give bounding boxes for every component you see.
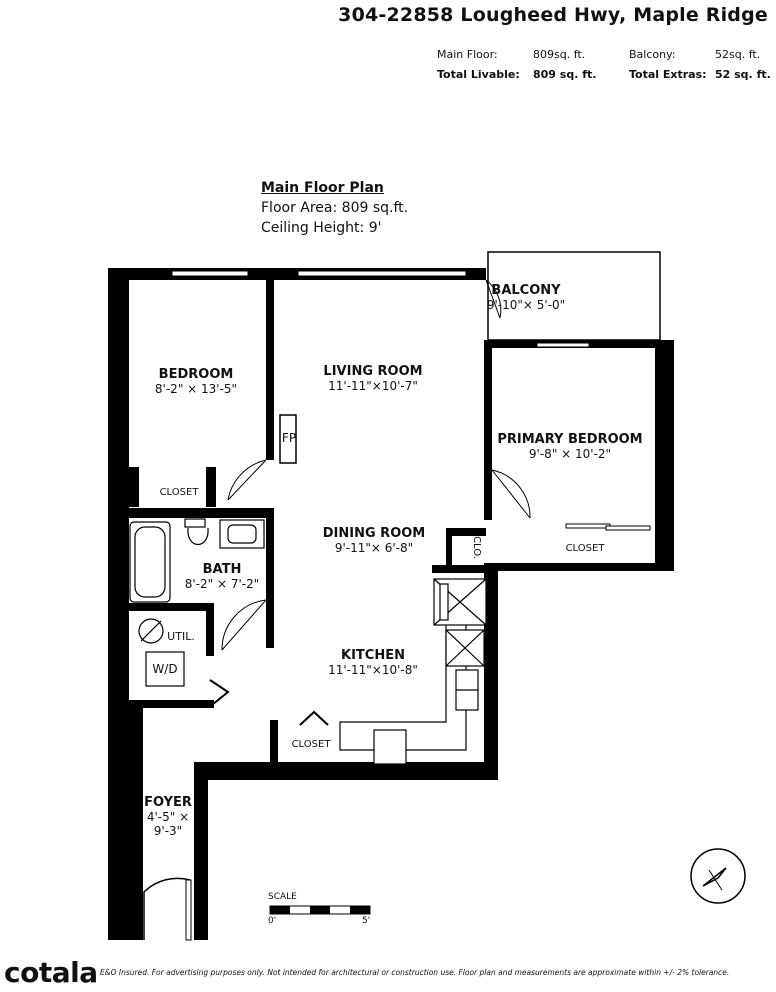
clo-label: CLO. (470, 536, 482, 559)
fireplace-label: FP (281, 431, 297, 445)
entry-door-swing (143, 877, 191, 940)
bedroom-door-swing (227, 459, 267, 501)
foyer-dims-2: 9'-3" (153, 824, 183, 838)
util-label: UTIL. (167, 630, 195, 643)
primary-door-swing (491, 469, 531, 519)
total-extras-label: Total Extras: (629, 68, 707, 81)
dining-room-name: DINING ROOM (322, 526, 426, 541)
living-room-dims: 11'-11"×10'-7" (328, 379, 418, 393)
balcony-label: BALCONY 9'-10"× 5'-0" (487, 283, 565, 312)
foyer-closet-label: CLOSET (291, 739, 331, 750)
foyer-closet-door (299, 710, 329, 726)
primary-bedroom-label: PRIMARY BEDROOM 9'-8" × 10'-2" (497, 432, 642, 461)
bedroom-closet-label: CLOSET (159, 487, 199, 498)
scale-label: SCALE (268, 892, 297, 902)
balcony-name: BALCONY (491, 283, 561, 298)
util-door (209, 679, 230, 706)
compass-icon (690, 848, 746, 904)
ceiling-height: Ceiling Height: 9' (261, 220, 382, 236)
exterior-walls (108, 268, 674, 940)
bath-name: BATH (202, 562, 242, 577)
balcony-area-value: 52sq. ft. (715, 48, 761, 61)
bath-fixtures (129, 518, 265, 603)
dining-room-label: DINING ROOM 9'-11"× 6'-8" (323, 526, 425, 555)
balcony-outline (487, 251, 661, 341)
scale-bar (269, 905, 371, 915)
cotala-logo: cotala (4, 956, 98, 989)
bedroom-name: BEDROOM (158, 367, 234, 382)
main-floor-value: 809sq. ft. (533, 48, 586, 61)
bedroom-label: BEDROOM 8'-2" × 13'-5" (155, 367, 237, 396)
kitchen-name: KITCHEN (341, 648, 405, 663)
foyer-label: FOYER 4'-5" × 9'-3" (144, 795, 192, 838)
windows (171, 270, 590, 348)
plan-info: Main Floor Plan Floor Area: 809 sq.ft. C… (261, 178, 408, 238)
kitchen-fixtures (339, 578, 487, 765)
bath-label: BATH 8'-2" × 7'-2" (185, 562, 260, 591)
bedroom-dims: 8'-2" × 13'-5" (154, 382, 238, 396)
primary-bedroom-name: PRIMARY BEDROOM (497, 432, 643, 447)
floor-area: Floor Area: 809 sq.ft. (261, 200, 409, 216)
kitchen-label: KITCHEN 11'-11"×10'-8" (328, 648, 418, 677)
scale-start: 0' (268, 916, 277, 926)
dining-room-dims: 9'-11"× 6'-8" (334, 541, 414, 555)
scale-end: 5' (362, 916, 371, 926)
fireplace (279, 414, 297, 464)
entry-door (185, 879, 192, 941)
living-room-label: LIVING ROOM 11'-11"×10'-7" (323, 364, 422, 393)
foyer-dims-1: 4'-5" × (146, 810, 190, 824)
property-address: 304-22858 Lougheed Hwy, Maple Ridge (338, 4, 768, 26)
balcony-door-swing (485, 279, 502, 319)
wd-label: W/D (152, 662, 178, 676)
total-livable-label: Total Livable: (437, 68, 520, 81)
primary-closet-label: CLOSET (565, 543, 605, 554)
laundry (138, 618, 185, 687)
living-room-name: LIVING ROOM (323, 364, 423, 379)
main-floor-label: Main Floor: (437, 48, 498, 61)
plan-title: Main Floor Plan (261, 180, 384, 196)
total-livable-value: 809 sq. ft. (533, 68, 597, 81)
primary-closet-doors (565, 523, 651, 531)
bath-dims: 8'-2" × 7'-2" (184, 577, 260, 591)
total-extras-value: 52 sq. ft. (715, 68, 771, 81)
kitchen-dims: 11'-11"×10'-8" (328, 663, 418, 677)
bath-door-swing (221, 599, 267, 651)
balcony-dims: 9'-10"× 5'-0" (486, 298, 566, 312)
disclaimer: E&O Insured. For advertising purposes on… (100, 968, 730, 977)
primary-bedroom-dims: 9'-8" × 10'-2" (528, 447, 612, 461)
foyer-name: FOYER (144, 795, 192, 810)
balcony-area-label: Balcony: (629, 48, 676, 61)
